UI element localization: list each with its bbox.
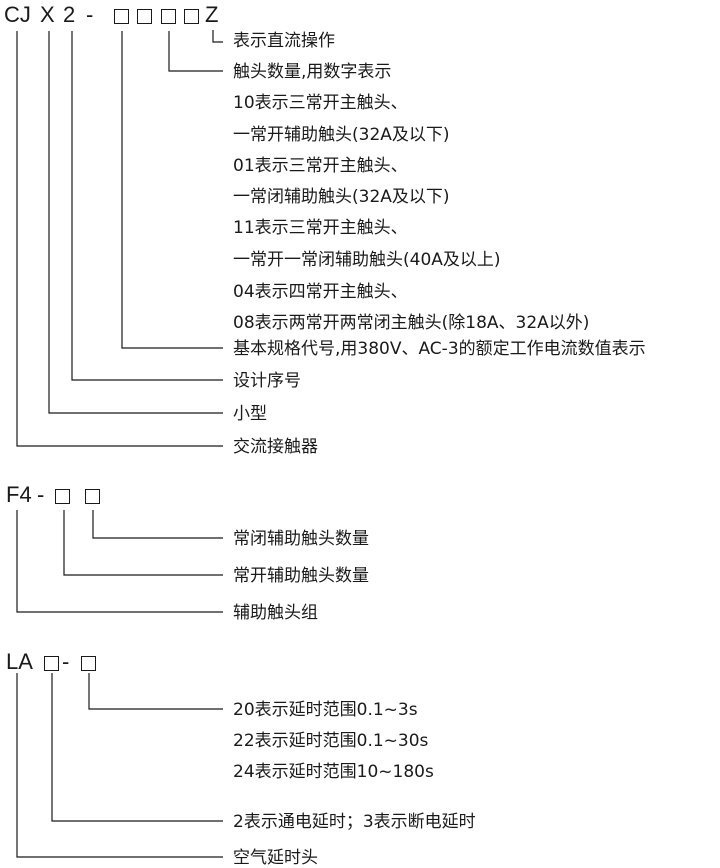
code-dash: - (86, 2, 94, 27)
code-box-type (44, 656, 59, 671)
code-box-no (55, 489, 70, 504)
code-suffix-z: Z (205, 2, 219, 27)
line-no (63, 510, 223, 576)
code-prefix-la: LA (6, 649, 33, 674)
contact-line-5: 11表示三常开主触头、 (233, 218, 408, 238)
contact-line-7: 04表示四常开主触头、 (233, 282, 408, 302)
contact-line-1: 10表示三常开主触头、 (233, 93, 408, 113)
label-contactor: 交流接触器 (233, 437, 318, 457)
code-box-4 (184, 9, 199, 24)
label-nc-count: 常闭辅助触头数量 (233, 529, 369, 549)
code-dash-3: - (62, 649, 70, 674)
label-spec-code: 基本规格代号,用380V、AC-3的额定工作电流数值表示 (233, 339, 646, 359)
label-serial: 设计序号 (233, 371, 301, 391)
label-dc-operation: 表示直流操作 (233, 31, 335, 51)
code-box-range (81, 656, 96, 671)
label-delay-type: 2表示通电延时；3表示断电延时 (233, 812, 476, 832)
label-delay-head: 空气延时头 (233, 848, 318, 868)
line-head (16, 673, 223, 858)
code-box-nc (85, 489, 100, 504)
label-contact-count: 触头数量,用数字表示 (233, 62, 392, 82)
code-dash-2: - (37, 482, 45, 507)
code-box-2 (137, 9, 152, 24)
line-contactor (16, 31, 223, 447)
line-range (88, 673, 223, 710)
code-box-1 (114, 9, 129, 24)
line-z (212, 30, 223, 43)
contact-line-4: 一常闭辅助触头(32A及以下) (233, 187, 450, 207)
label-no-count: 常开辅助触头数量 (233, 566, 369, 586)
code-number: 2 (63, 2, 76, 27)
label-aux-group: 辅助触头组 (233, 603, 318, 623)
line-serial (71, 31, 223, 381)
line-nc (92, 510, 223, 539)
code-prefix-f4: F4 (6, 482, 32, 507)
range-line-2: 22表示延时范围0.1~30s (233, 731, 429, 751)
contact-line-3: 01表示三常开主触头、 (233, 156, 408, 176)
code-prefix-cj: CJ (4, 2, 31, 27)
code-box-3 (161, 9, 176, 24)
line-contacts (168, 31, 223, 72)
line-group (16, 510, 223, 613)
line-spec (121, 31, 223, 349)
label-small: 小型 (233, 404, 267, 424)
range-line-1: 20表示延时范围0.1~3s (233, 700, 418, 720)
contact-line-2: 一常开辅助触头(32A及以下) (233, 125, 450, 145)
contact-line-6: 一常开一常闭辅助触头(40A及以上) (233, 250, 501, 270)
line-small (48, 31, 223, 414)
code-x: X (40, 2, 55, 27)
line-type (51, 673, 223, 822)
contact-line-8: 08表示两常开两常闭主触头(除18A、32A以外) (233, 313, 590, 333)
range-line-3: 24表示延时范围10~180s (233, 762, 434, 782)
